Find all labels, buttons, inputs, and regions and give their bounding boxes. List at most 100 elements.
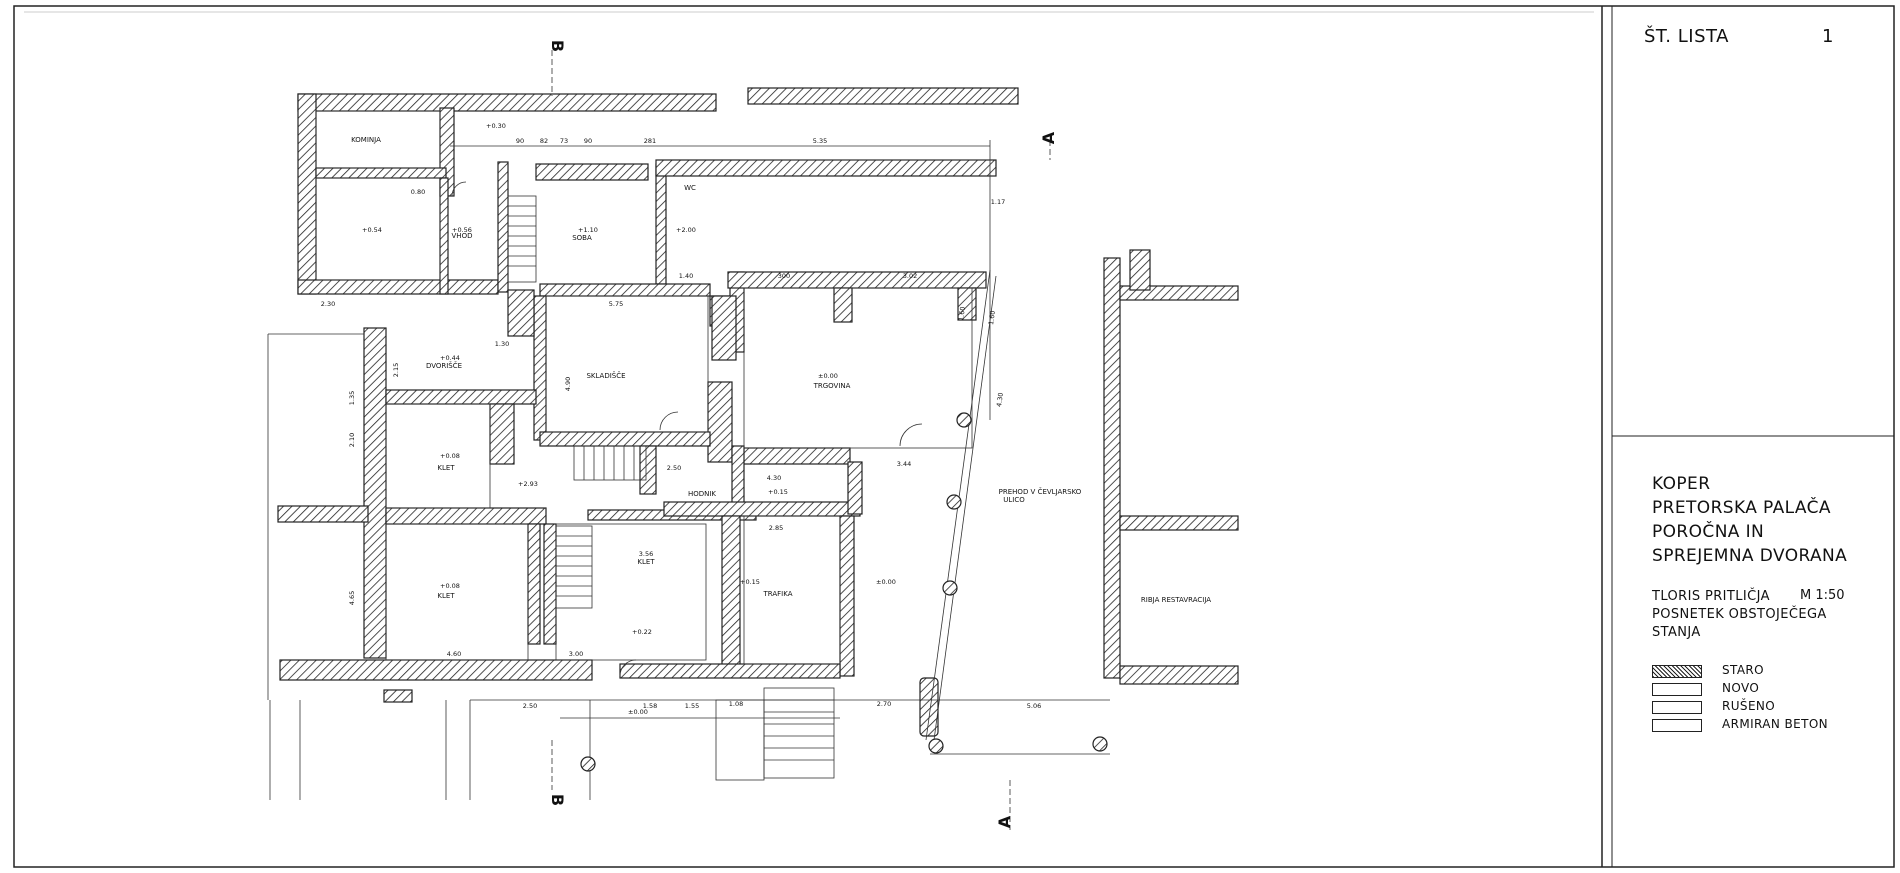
title-line-4: SPREJEMNA DVORANA bbox=[1652, 546, 1848, 566]
room-prehod-line1: PREHOD V ČEVLJARSKO bbox=[999, 487, 1082, 496]
dimension-label: 4.65 bbox=[348, 591, 356, 605]
legend-swatch-plain bbox=[1652, 701, 1702, 714]
staircase-entrance bbox=[715, 687, 835, 781]
room-klet-1: KLET bbox=[437, 464, 455, 472]
dimension-label: 1.55 bbox=[685, 702, 699, 710]
level-marker: +0.22 bbox=[632, 628, 652, 636]
room-kominja: KOMINJA bbox=[351, 136, 381, 144]
section-b-top: B bbox=[548, 40, 567, 52]
room-hodnik: HODNIK bbox=[688, 490, 716, 498]
title-line-3: POROČNA IN bbox=[1652, 522, 1765, 542]
dimension-label: 5.75 bbox=[609, 300, 623, 308]
sheet-frame bbox=[13, 5, 1895, 868]
room-vhod: VHOD bbox=[452, 232, 473, 240]
dimension-label: 2.15 bbox=[392, 363, 400, 377]
dimension-label: 73 bbox=[560, 137, 568, 145]
dimension-label: 90 bbox=[584, 137, 592, 145]
dimension-label: 300 bbox=[778, 272, 790, 280]
level-marker: +0.56 bbox=[452, 226, 472, 234]
legend-item-armiran-beton: ARMIRAN BETON bbox=[1652, 716, 1852, 734]
dimension-label: 5.06 bbox=[1027, 702, 1041, 710]
level-marker: +0.15 bbox=[768, 488, 788, 496]
dimension-label: 1.60 bbox=[987, 310, 997, 325]
drawing-subtitle: TLORIS PRITLIČJA POSNETEK OBSTOJEČEGA ST… bbox=[1652, 588, 1827, 642]
existing-walls bbox=[277, 87, 1239, 737]
section-a-bottom: A bbox=[995, 815, 1014, 828]
staircase-klet bbox=[555, 525, 593, 609]
dimension-label: 4.60 bbox=[447, 650, 461, 658]
material-legend: STARO NOVO RUŠENO ARMIRAN BETON bbox=[1652, 662, 1852, 734]
passage-columns bbox=[580, 412, 1108, 772]
level-marker: +1.10 bbox=[578, 226, 598, 234]
room-trgovina: TRGOVINA bbox=[813, 382, 851, 390]
section-markers: B B A A bbox=[548, 40, 1058, 828]
dimension-label: 2.85 bbox=[769, 524, 783, 532]
dimension-label: 1.08 bbox=[729, 700, 743, 708]
level-markers: +0.30 +0.54 +0.56 +1.10 +2.00 +0.44 ±0.0… bbox=[362, 122, 896, 716]
dimension-label: 0.80 bbox=[411, 188, 425, 196]
section-a-top: A bbox=[1039, 131, 1058, 144]
room-skladisce: SKLADIŠČE bbox=[586, 371, 625, 380]
dimension-label: 1.58 bbox=[643, 702, 657, 710]
level-marker: +0.08 bbox=[440, 582, 460, 590]
construction-lines bbox=[267, 50, 1110, 830]
dimension-label: 1.60 bbox=[957, 306, 967, 321]
staircase-upper bbox=[507, 195, 537, 283]
room-labels: KOMINJA VHOD SOBA WC DVORIŠČE SKLADIŠČE … bbox=[351, 136, 1211, 604]
dimension-label: 1.30 bbox=[495, 340, 509, 348]
legend-label: ARMIRAN BETON bbox=[1722, 717, 1829, 731]
dimension-label: 3.02 bbox=[903, 272, 917, 280]
level-marker: ±0.00 bbox=[876, 578, 896, 586]
room-ribja: RIBJA RESTAVRACIJA bbox=[1141, 596, 1211, 604]
dimension-label: 4.90 bbox=[564, 377, 572, 391]
dimension-label: 4.30 bbox=[995, 392, 1005, 407]
dimension-label: 4.30 bbox=[767, 474, 781, 482]
legend-swatch-hatched bbox=[1652, 665, 1702, 678]
dimension-label: 2.70 bbox=[877, 700, 891, 708]
level-marker: +0.54 bbox=[362, 226, 382, 234]
title-line-1: KOPER bbox=[1652, 474, 1711, 494]
dimension-label: 2.10 bbox=[348, 433, 356, 447]
legend-item-staro: STARO bbox=[1652, 662, 1852, 680]
level-marker: +0.44 bbox=[440, 354, 460, 362]
subtitle-line-2: POSNETEK OBSTOJEČEGA bbox=[1652, 607, 1827, 622]
room-soba: SOBA bbox=[572, 234, 592, 242]
section-b-bottom: B bbox=[548, 794, 567, 806]
level-marker: +2.00 bbox=[676, 226, 696, 234]
dimension-label: 1.40 bbox=[679, 272, 693, 280]
legend-swatch-plain bbox=[1652, 683, 1702, 696]
sheet-number-label: ŠT. LISTA bbox=[1644, 26, 1729, 47]
legend-label: STARO bbox=[1722, 663, 1765, 677]
subtitle-line-3: STANJA bbox=[1652, 625, 1701, 640]
dimension-label: 90 bbox=[516, 137, 524, 145]
staircase-middle bbox=[573, 445, 647, 481]
room-wc: WC bbox=[684, 184, 696, 192]
subtitle-line-1: TLORIS PRITLIČJA bbox=[1652, 589, 1770, 604]
dimension-label: 2.50 bbox=[523, 702, 537, 710]
level-marker: +0.30 bbox=[486, 122, 506, 130]
room-prehod-line2: ULICO bbox=[1003, 496, 1025, 504]
level-marker: +0.15 bbox=[740, 578, 760, 586]
drawing-scale: M 1:50 bbox=[1800, 588, 1845, 603]
legend-item-novo: NOVO bbox=[1652, 680, 1852, 698]
dimension-labels: 90 82 73 90 281 5.35 5.75 300 3.02 2.30 … bbox=[321, 137, 1041, 710]
dimension-label: 5.35 bbox=[813, 137, 827, 145]
level-marker: ±0.00 bbox=[818, 372, 838, 380]
title-line-2: PRETORSKA PALAČA bbox=[1652, 498, 1831, 518]
legend-item-ruseno: RUŠENO bbox=[1652, 698, 1852, 716]
room-dvorisce: DVORIŠČE bbox=[426, 361, 462, 370]
dimension-label: 82 bbox=[540, 137, 548, 145]
dimension-label: 1.17 bbox=[991, 198, 1005, 206]
dimension-label: 2.50 bbox=[667, 464, 681, 472]
level-marker: +0.08 bbox=[440, 452, 460, 460]
dimension-label: 281 bbox=[644, 137, 656, 145]
level-marker: +2.93 bbox=[518, 480, 538, 488]
legend-label: NOVO bbox=[1722, 681, 1760, 695]
dimension-label: 3.56 bbox=[639, 550, 653, 558]
room-klet-3: KLET bbox=[637, 558, 655, 566]
dimension-label: 3.44 bbox=[897, 460, 911, 468]
sheet-number-value: 1 bbox=[1822, 26, 1834, 47]
drawing-title: KOPER PRETORSKA PALAČA POROČNA IN SPREJE… bbox=[1652, 472, 1847, 568]
dimension-label: 2.30 bbox=[321, 300, 335, 308]
